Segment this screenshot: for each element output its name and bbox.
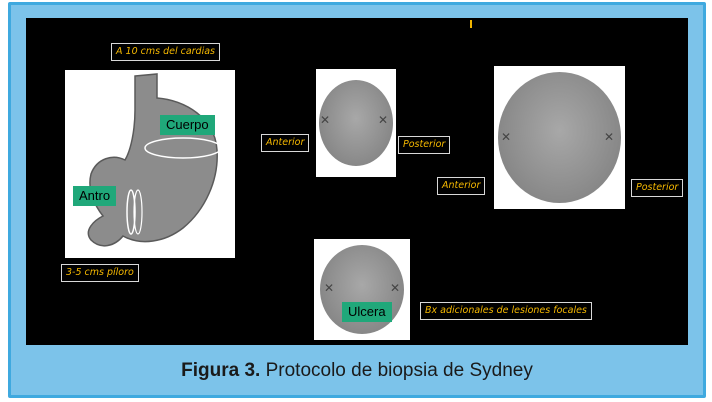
caption-figure-number: Figura 3. — [181, 360, 261, 381]
large-disc-image: ✕ ✕ — [494, 66, 625, 209]
x-mark-icon: ✕ — [378, 113, 389, 127]
label-cuerpo: Cuerpo — [160, 115, 215, 135]
stomach-drawing — [87, 73, 222, 247]
label-cardias: A 10 cms del cardias — [111, 43, 220, 61]
x-mark-icon: ✕ — [390, 281, 401, 295]
large-disc — [498, 72, 621, 203]
x-mark-icon: ✕ — [324, 281, 335, 295]
label-anterior-small: Anterior — [261, 134, 310, 152]
caption-text: Protocolo de biopsia de Sydney — [260, 360, 533, 381]
stomach-image — [65, 70, 235, 258]
label-antro: Antro — [73, 186, 117, 206]
label-anterior-large: Anterior — [437, 177, 486, 195]
ulcer-disc-image: ✕ ✕ — [314, 239, 410, 340]
small-disc — [319, 80, 393, 166]
label-posterior-small: Posterior — [398, 136, 451, 154]
top-marker — [470, 20, 472, 28]
label-posterior-large: Posterior — [631, 179, 684, 197]
label-piloro: 3-5 cms píloro — [61, 264, 139, 282]
x-mark-icon: ✕ — [604, 130, 615, 144]
x-mark-icon: ✕ — [501, 130, 512, 144]
figure-caption: Figura 3. Protocolo de biopsia de Sydney — [26, 360, 688, 382]
label-ulcera: Ulcera — [342, 302, 392, 322]
x-mark-icon: ✕ — [320, 113, 331, 127]
label-bx-adicionales: Bx adicionales de lesiones focales — [420, 302, 592, 320]
small-disc-image: ✕ ✕ — [316, 69, 396, 177]
